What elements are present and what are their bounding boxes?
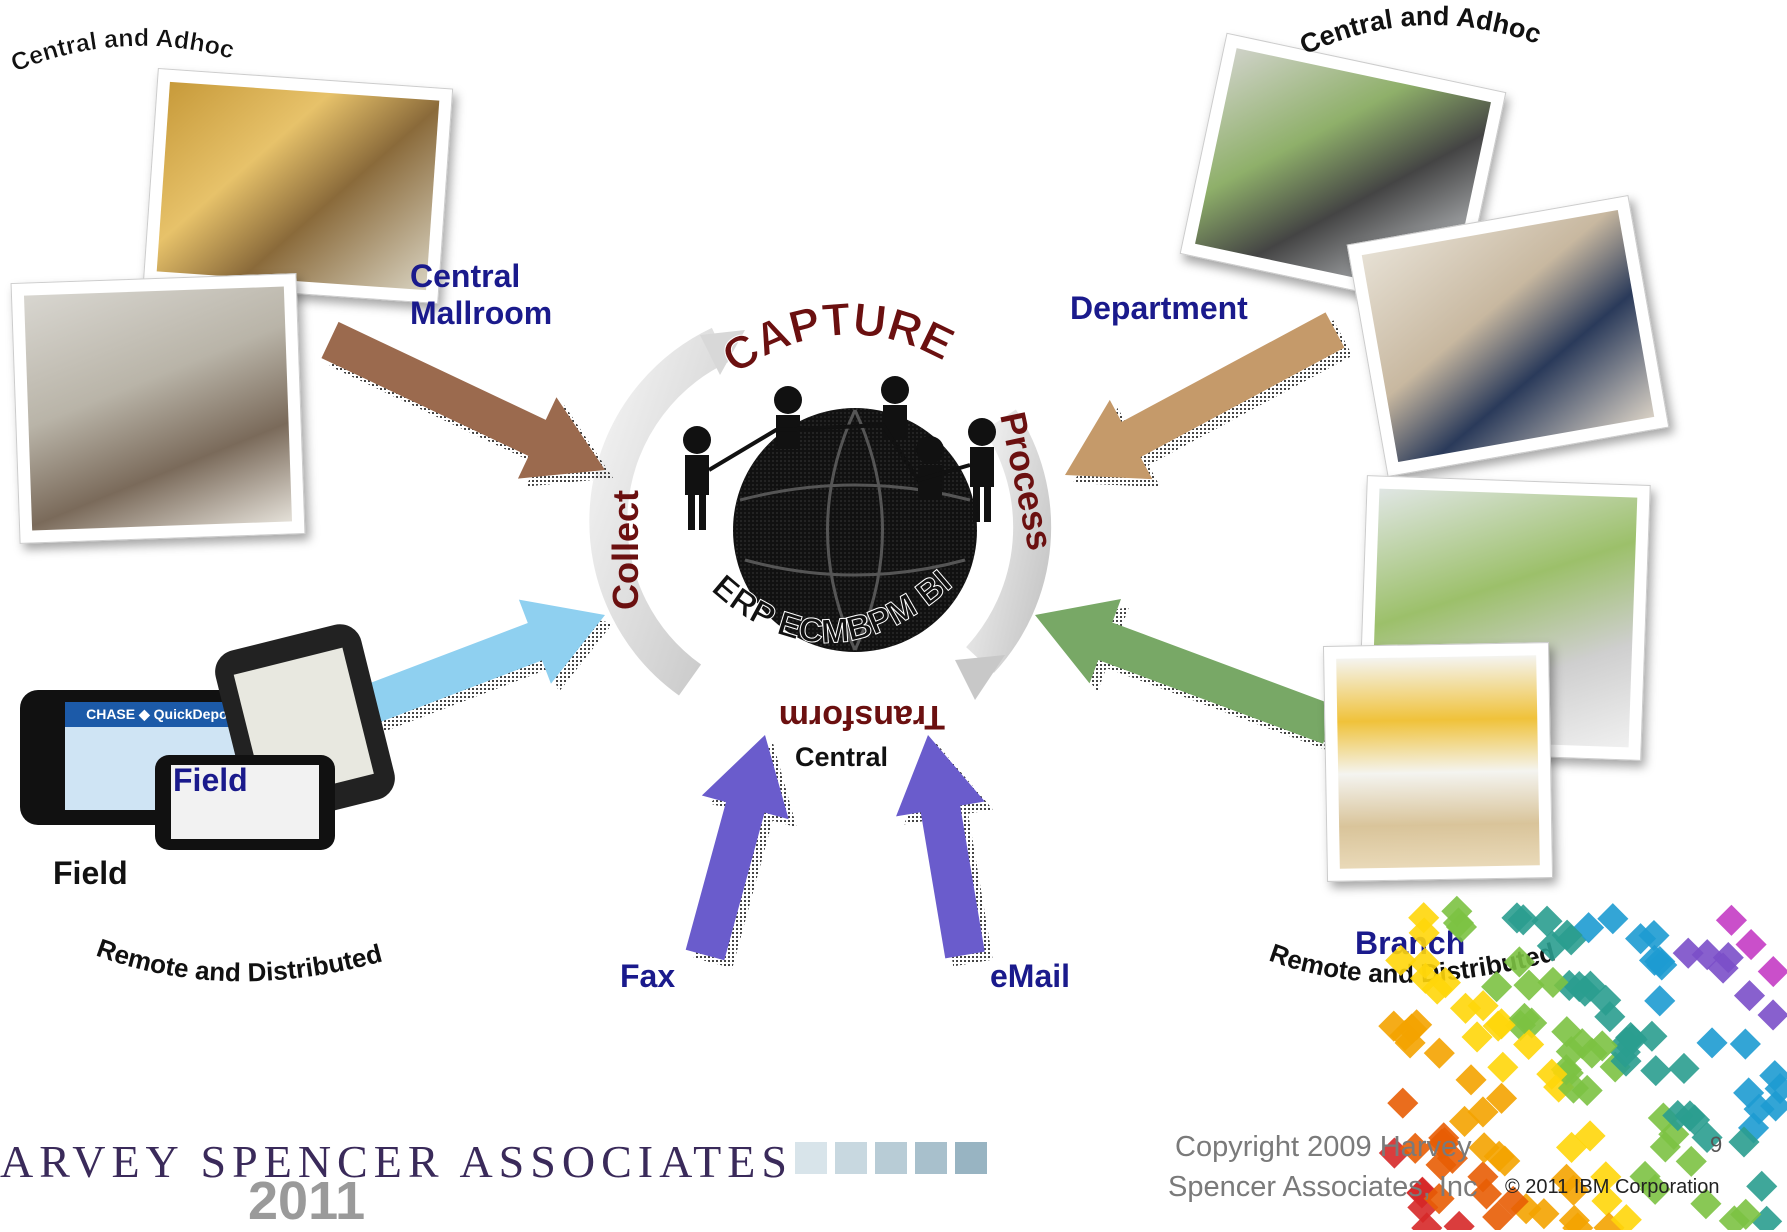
ibm-cube	[1467, 1096, 1499, 1128]
footer-squares	[795, 1142, 987, 1174]
fax-label: Fax	[620, 958, 676, 994]
branch-arrow	[1035, 599, 1337, 744]
ibm-cube	[1574, 1120, 1606, 1152]
ibm-cube	[1557, 1072, 1590, 1104]
ibm-cube	[1590, 1161, 1622, 1193]
ibm-cube	[1610, 1204, 1642, 1230]
ibm-cube	[1728, 1126, 1760, 1158]
ibm-cube	[1443, 1210, 1475, 1230]
ibm-cube	[1591, 1185, 1623, 1217]
signature-phone	[155, 755, 335, 850]
ibm-cube	[1668, 1052, 1700, 1085]
ibm-cube	[1675, 1145, 1707, 1177]
harvey-spencer-logo: ARVEY SPENCER ASSOCIATES	[0, 1136, 793, 1187]
copyright-line-1: Copyright 2009 Harvey	[1175, 1131, 1472, 1163]
ibm-cube	[1640, 1055, 1672, 1087]
ibm-cube	[1690, 1188, 1722, 1220]
collect-label: Collect	[605, 490, 646, 610]
ibm-cube	[1467, 1161, 1499, 1193]
field-overlay-label: Field	[173, 762, 248, 798]
central-center-label: Central	[795, 742, 889, 772]
ibm-cube	[1485, 1082, 1518, 1114]
ibm-cube	[1461, 1021, 1493, 1053]
ibm-cube	[1385, 944, 1417, 976]
central-label: Central	[410, 258, 521, 294]
ibm-cube	[1629, 1160, 1661, 1192]
ibm-cube	[1387, 1087, 1419, 1119]
ibm-cube	[1468, 1132, 1500, 1164]
ibm-cube	[1399, 1132, 1431, 1164]
ibm-cube	[1615, 1021, 1647, 1054]
ibm-cube	[1729, 1028, 1761, 1060]
ibm-cube	[1715, 904, 1747, 936]
ibm-cube	[1423, 1037, 1455, 1069]
ibm-cube	[1733, 980, 1766, 1012]
page-number: 9	[1710, 1132, 1723, 1157]
ibm-cube	[1528, 1198, 1560, 1230]
ibm-cube	[1760, 1090, 1787, 1122]
ibm-cube	[1757, 999, 1787, 1031]
ibm-cube	[1551, 1016, 1583, 1048]
ibm-cube	[1759, 1060, 1787, 1092]
ibm-cube	[1557, 1174, 1590, 1206]
ibm-cube	[1455, 1064, 1487, 1096]
field-label: Field	[53, 855, 128, 891]
ibm-cube	[1411, 1212, 1443, 1230]
ibm-cube	[1487, 1051, 1519, 1083]
ibm-cube	[1610, 1045, 1642, 1077]
fax-arrow	[685, 735, 789, 961]
ibm-cube	[1562, 1212, 1594, 1230]
department-label: Department	[1070, 290, 1248, 326]
ibm-cube	[1662, 1099, 1694, 1132]
ibm-cube	[1536, 1058, 1568, 1090]
ibm-cube	[1691, 1121, 1723, 1154]
ibm-cube	[1757, 955, 1787, 988]
ibm-cube	[1497, 1185, 1529, 1218]
ibm-cube	[1425, 1149, 1457, 1181]
transform-label: Transform	[779, 698, 945, 736]
ibm-cube	[1696, 1027, 1728, 1059]
email-label: eMail	[990, 958, 1071, 994]
copyright-line-2: Spencer Associates, Inc	[1168, 1171, 1478, 1203]
central-mailroom-label: Central Mallroom	[410, 258, 552, 332]
ibm-cube	[1746, 1170, 1778, 1202]
ibm-copyright: © 2011 IBM Corporation	[1505, 1176, 1720, 1198]
cycle-ring	[589, 327, 1052, 700]
ibm-cube	[1576, 1037, 1608, 1069]
ibm-cube	[1636, 1020, 1668, 1052]
globe-network-icon	[683, 376, 996, 652]
email-arrow	[896, 735, 985, 959]
mailroom-arrow	[321, 321, 605, 479]
ibm-cube	[1644, 985, 1676, 1017]
year-watermark: 2011	[248, 1171, 366, 1231]
ibm-cube	[1389, 1019, 1421, 1052]
ibm-cube	[1730, 1198, 1762, 1230]
mailroom-label: Mallroom	[410, 295, 553, 331]
ibm-cube	[1428, 1122, 1460, 1154]
department-arrow	[1065, 312, 1345, 480]
ibm-cube	[1513, 1028, 1545, 1061]
ibm-cube	[1423, 1183, 1455, 1215]
ibm-cube	[1378, 1137, 1410, 1169]
